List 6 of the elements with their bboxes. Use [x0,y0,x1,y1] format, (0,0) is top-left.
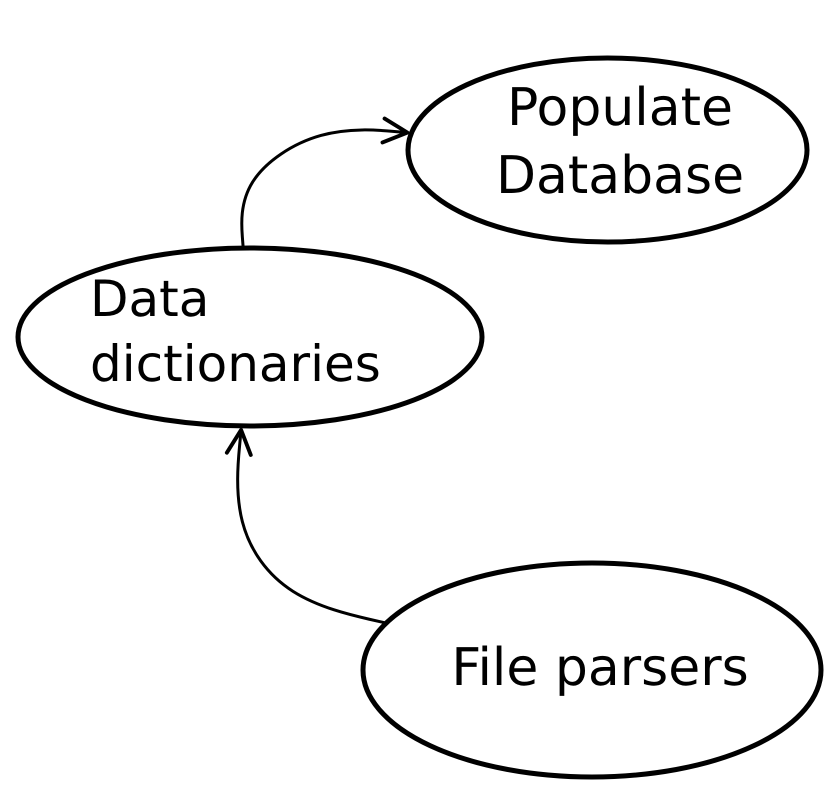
ellipse-node [360,560,824,780]
node-label: Populate Database [494,77,746,208]
node-label: Data dictionaries [90,269,382,395]
node-label: File parsers [450,637,750,700]
ellipse-node [405,55,810,245]
ellipse-node [15,245,485,429]
